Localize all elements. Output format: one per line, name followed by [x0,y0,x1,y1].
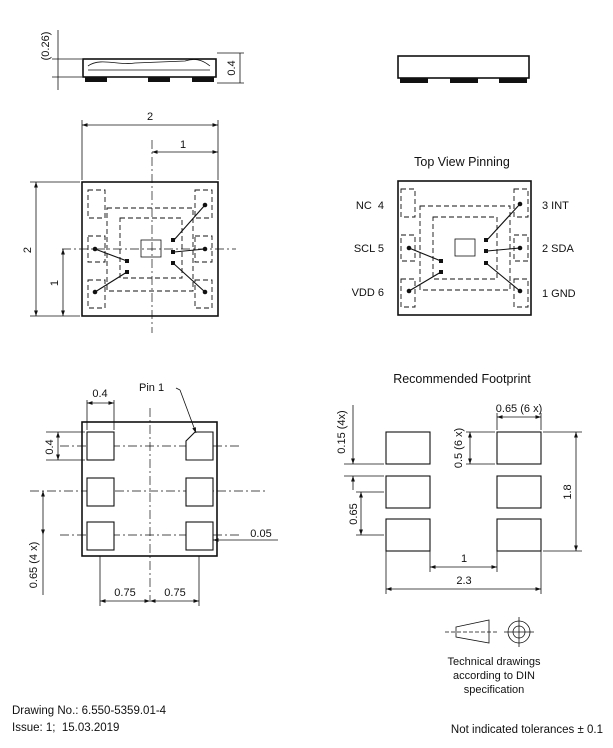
footprint-dim-pitch: 0.65 [348,503,360,524]
truncated-cone-icon [455,619,490,644]
bottom-dim-chamfer: 0.05 [250,528,271,540]
side-dim-total-height: 0.4 [226,60,238,75]
footprint-dim-total-height: 1.8 [562,484,574,499]
footprint-title: Recommended Footprint [393,372,531,386]
top-dim-half-height: 1 [49,280,61,286]
pinning-title: Top View Pinning [414,155,510,169]
pin-label-int3: 3 INT [542,200,569,212]
side-view-left: (0.26) 0.4 [40,30,244,90]
top-dim-height: 2 [22,247,34,253]
bottom-dim-pad-height: 0.4 [44,439,56,454]
bottom-dim-right-offset: 0.75 [164,587,185,599]
din-note-line3: specification [464,684,525,696]
bottom-dim-left-offset: 0.75 [114,587,135,599]
bottom-view-package: Pin 1 0.4 0.4 0.65 (4 x) 0.75 0.75 0.05 [28,382,278,606]
side-dim-pad-height: (0.26) [40,32,52,61]
side-view-right [397,55,530,83]
din-note-line2: according to DIN [453,670,535,682]
top-dim-half-width: 1 [180,139,186,151]
footprint-dim-total-width: 2.3 [456,575,471,587]
drawing-number: Drawing No.: 6.550-5359.01-4 [12,705,167,717]
drawing-issue: Issue: 1; 15.03.2019 [12,722,119,734]
pin-label-scl5: SCL 5 [354,243,384,255]
pin1-label: Pin 1 [139,382,164,394]
bottom-dim-pad-width: 0.4 [92,388,107,400]
tolerance-note: Not indicated tolerances ± 0.1 [451,724,603,736]
footprint-drawing: Recommended Footprint 0.65 (6 x) 0.15 (4… [336,372,582,594]
pin-label-vdd6: VDD 6 [352,287,384,299]
footprint-dim-gap: 0.15 (4x) [336,410,348,453]
top-view-pinning: Top View Pinning NC 4 SCL 5 VDD 6 3 INT … [352,155,576,316]
top-dim-width: 2 [147,111,153,123]
din-note-line1: Technical drawings [448,656,541,668]
pin-label-nc4: NC 4 [356,200,384,212]
drawing-footer: Drawing No.: 6.550-5359.01-4 Issue: 1; 1… [12,705,603,736]
footprint-dim-center: 1 [461,553,467,565]
bottom-dim-pitch: 0.65 (4 x) [28,542,40,588]
projection-symbols: Technical drawings according to DIN spec… [445,617,541,696]
pin-label-sda2: 2 SDA [542,243,574,255]
footprint-dim-pad-height: 0.5 (6 x) [453,428,465,468]
top-view-package: 2 1 2 1 [22,111,236,333]
pin-label-gnd1: 1 GND [542,288,576,300]
footprint-dim-pad-width: 0.65 (6 x) [496,403,542,415]
